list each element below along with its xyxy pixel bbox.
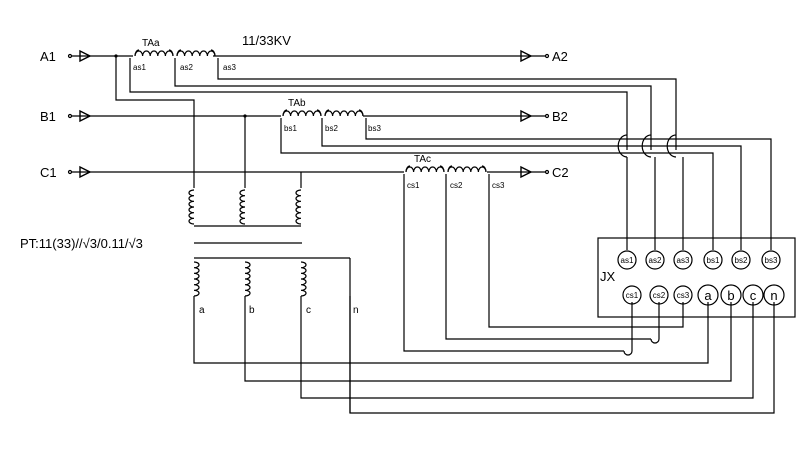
ct-coil-icon [324, 110, 364, 117]
svg-text:as2: as2 [649, 256, 662, 265]
svg-text:c: c [750, 288, 757, 303]
tap-label: bs1 [284, 124, 297, 133]
ct-label-tac: TAc [414, 154, 431, 165]
pt-terminal-n: n [353, 305, 359, 316]
tap-label: as1 [133, 63, 146, 72]
pt-coil-icon [300, 261, 307, 297]
svg-text:cs2: cs2 [653, 291, 666, 300]
svg-text:a: a [704, 288, 712, 303]
svg-text:as1: as1 [621, 256, 634, 265]
svg-text:bs1: bs1 [707, 256, 720, 265]
ta-a-wiring [129, 58, 684, 250]
ct-coil-icon [176, 50, 216, 57]
terminal-c-bottom: c [742, 284, 764, 306]
ta-b-wiring [280, 118, 772, 250]
terminal-as2-top: as2 [645, 250, 665, 270]
terminal-b-bottom: b [720, 284, 742, 306]
terminal-a-bottom: a [697, 284, 719, 306]
line-label-a1: A1 [40, 49, 56, 64]
terminal-as3-top: as3 [673, 250, 693, 270]
tap-label: as3 [223, 63, 236, 72]
pt-coil-icon [244, 261, 251, 297]
ta-c-wiring [403, 174, 684, 356]
phase-c-line [67, 166, 550, 178]
tap-label: as2 [180, 63, 193, 72]
svg-text:cs3: cs3 [677, 291, 690, 300]
terminal-cs2-bottom: cs2 [649, 285, 669, 305]
line-label-a2: A2 [552, 49, 568, 64]
svg-text:n: n [770, 288, 777, 303]
svg-text:b: b [727, 288, 734, 303]
tap-label: cs1 [407, 181, 420, 190]
tap-label: bs2 [325, 124, 338, 133]
terminal-block-jx [597, 237, 796, 318]
ct-coil-icon [282, 110, 322, 117]
ct-label-taa: TAa [142, 38, 160, 49]
pt-secondary-wiring [193, 296, 775, 414]
tap-label: bs3 [368, 124, 381, 133]
terminal-n-bottom: n [763, 284, 785, 306]
svg-text:as3: as3 [677, 256, 690, 265]
terminal-as1-top: as1 [617, 250, 637, 270]
terminal-bs3-top: bs3 [761, 250, 781, 270]
pt-coil-icon [295, 189, 302, 225]
line-label-b2: B2 [552, 109, 568, 124]
line-label-b1: B1 [40, 109, 56, 124]
terminal-cs1-bottom: cs1 [622, 285, 642, 305]
terminal-bs2-top: bs2 [731, 250, 751, 270]
svg-text:bs3: bs3 [765, 256, 778, 265]
ct-coil-icon [405, 166, 445, 173]
pt-label: PT:11(33)//√3/0.11/√3 [20, 236, 143, 251]
line-label-c1: C1 [40, 165, 57, 180]
svg-text:bs2: bs2 [735, 256, 748, 265]
terminal-bs1-top: bs1 [703, 250, 723, 270]
line-label-c2: C2 [552, 165, 569, 180]
terminal-block-label: JX [600, 269, 616, 284]
phase-a-line [67, 50, 550, 62]
phase-b-line [67, 110, 550, 122]
ct-coil-icon [134, 50, 174, 57]
pt-coil-icon [239, 189, 246, 225]
terminal-cs3-bottom: cs3 [673, 285, 693, 305]
pt-terminal-a: a [199, 305, 205, 316]
svg-text:cs1: cs1 [626, 291, 639, 300]
pt-coil-icon [188, 189, 195, 225]
pt-terminal-b: b [249, 305, 255, 316]
ct-label-tab: TAb [288, 98, 306, 109]
ct-coil-icon [447, 166, 487, 173]
pt-primary-wiring [114, 54, 302, 227]
tap-label: cs3 [492, 181, 505, 190]
voltage-label: 11/33KV [242, 33, 291, 48]
pt-coil-icon [193, 261, 200, 297]
tap-label: cs2 [450, 181, 463, 190]
pt-terminal-c: c [306, 305, 311, 316]
